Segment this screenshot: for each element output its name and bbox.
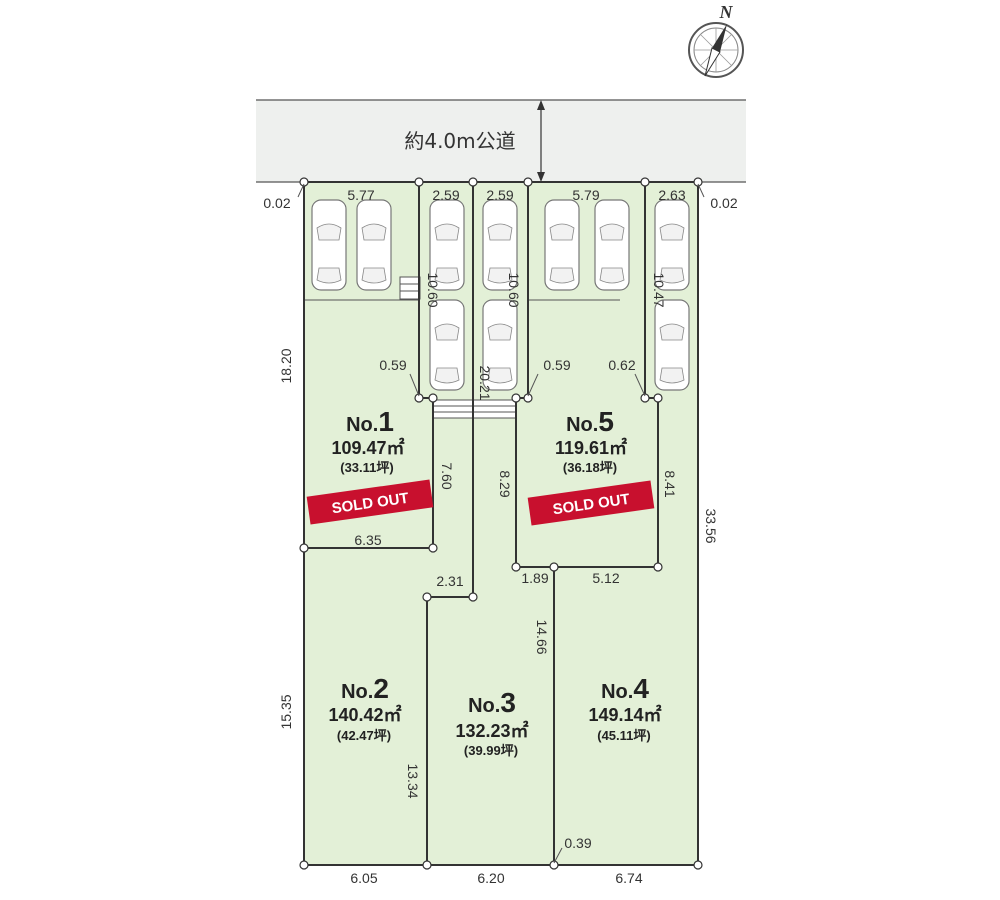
- dim-lot5-right: 8.41: [662, 470, 678, 497]
- road-label: 約4.0m公道: [404, 129, 515, 153]
- dim-lot3-step: 2.31: [436, 573, 463, 589]
- dim-right-total: 33.56: [703, 508, 719, 543]
- north-compass-icon: [688, 22, 744, 78]
- car-icon: [482, 299, 518, 391]
- dim-lot2-right: 13.34: [405, 763, 421, 798]
- lot-4-area: 149.14㎡: [588, 704, 661, 725]
- dim-lot5-bottom: 5.12: [592, 570, 619, 586]
- car-icon: [594, 199, 630, 291]
- lot-no-prefix: No.: [566, 414, 598, 436]
- dim-bottom-lot3: 6.20: [477, 870, 504, 886]
- dim-bottom-lot4: 6.74: [615, 870, 642, 886]
- dim-corridor-b-len: 10.60: [506, 272, 522, 307]
- dim-left-offset: 0.02: [263, 195, 290, 211]
- car-icon: [356, 199, 392, 291]
- dimension-labels: 5.77 2.59 2.59 5.79 2.63 0.02 0.02 18.20…: [263, 187, 737, 886]
- sold-out-badge: SOLD OUT: [527, 480, 655, 526]
- dim-lot1-front: 5.77: [347, 187, 374, 203]
- dim-right-offset: 0.02: [710, 195, 737, 211]
- lot-1-tsubo: (33.11坪): [340, 460, 393, 475]
- lot-2: No.2 140.42㎡ (42.47坪): [328, 673, 401, 743]
- lot-no-digit: 3: [500, 687, 516, 718]
- lot-4-number: No.4: [601, 673, 649, 704]
- road-width-arrow-icon: [537, 100, 545, 182]
- dim-lot4-left: 14.66: [534, 619, 550, 654]
- lot-no-prefix: No.: [601, 681, 633, 703]
- dim-lot5-front: 5.79: [572, 187, 599, 203]
- car-icon: [311, 199, 347, 291]
- lot-1: No.1 109.47㎡ (33.11坪) SOLD OUT: [306, 406, 434, 525]
- leader-lines: [297, 183, 705, 864]
- dim-lot5-notch-right: 0.62: [608, 357, 635, 373]
- car-icon: [654, 299, 690, 391]
- lot-no-prefix: No.: [468, 695, 500, 717]
- sold-out-badge: SOLD OUT: [306, 479, 434, 525]
- north-label: N: [719, 2, 734, 22]
- public-road: [256, 100, 746, 182]
- lot-5: No.5 119.61㎡ (36.18坪) SOLD OUT: [527, 406, 655, 526]
- lot-1-number: No.1: [346, 406, 394, 437]
- lot-5-number: No.5: [566, 406, 614, 437]
- car-icon: [482, 199, 518, 291]
- dim-corridor-b-width: 2.59: [486, 187, 513, 203]
- lot-5-tsubo: (36.18坪): [563, 460, 617, 475]
- lot-no-digit: 1: [378, 406, 394, 437]
- dim-lot4-corridor-len: 10.47: [651, 272, 667, 307]
- lot-1-area: 109.47㎡: [331, 437, 404, 458]
- dim-bottom-lot2: 6.05: [350, 870, 377, 886]
- lot-5-area: 119.61㎡: [555, 437, 627, 458]
- dim-lot1-right: 7.60: [439, 462, 455, 489]
- car-icons: [311, 199, 690, 391]
- lot-no-digit: 5: [598, 406, 614, 437]
- dim-lot4-front: 2.63: [658, 187, 685, 203]
- lot-4: No.4 149.14㎡ (45.11坪): [588, 673, 661, 743]
- car-icon: [429, 299, 465, 391]
- dim-corridor-a-width: 2.59: [432, 187, 459, 203]
- lot-3-tsubo: (39.99坪): [464, 743, 518, 758]
- dim-lot5-notch: 0.59: [543, 357, 570, 373]
- lot-3: No.3 132.23㎡ (39.99坪): [455, 687, 528, 758]
- lot-2-tsubo: (42.47坪): [337, 728, 391, 743]
- lot-no-digit: 4: [633, 673, 649, 704]
- car-icon: [544, 199, 580, 291]
- car-icon: [429, 199, 465, 291]
- dim-left-lower: 15.35: [278, 694, 294, 729]
- lot-no-digit: 2: [373, 673, 389, 704]
- lot-no-prefix: No.: [346, 414, 378, 436]
- dim-left-upper: 18.20: [278, 348, 294, 383]
- lot-2-number: No.2: [341, 673, 389, 704]
- dim-lot1-bottom: 6.35: [354, 532, 381, 548]
- lot-2-area: 140.42㎡: [328, 704, 401, 725]
- dim-divider-13: 20.21: [477, 365, 493, 400]
- dim-lot1-notch: 0.59: [379, 357, 406, 373]
- lot-fills: [304, 182, 698, 865]
- lot-3-area: 132.23㎡: [455, 720, 528, 741]
- dim-lot4-corner: 0.39: [564, 835, 591, 851]
- lot-4-tsubo: (45.11坪): [597, 728, 650, 743]
- lot-no-prefix: No.: [341, 681, 373, 703]
- corner-markers: [299, 177, 703, 870]
- dim-lot3-lot4-step: 1.89: [521, 570, 548, 586]
- dim-corridor-a-len: 10.60: [425, 272, 441, 307]
- car-icon: [654, 199, 690, 291]
- lot-3-number: No.3: [468, 687, 516, 718]
- dim-lot5-left: 8.29: [497, 470, 513, 497]
